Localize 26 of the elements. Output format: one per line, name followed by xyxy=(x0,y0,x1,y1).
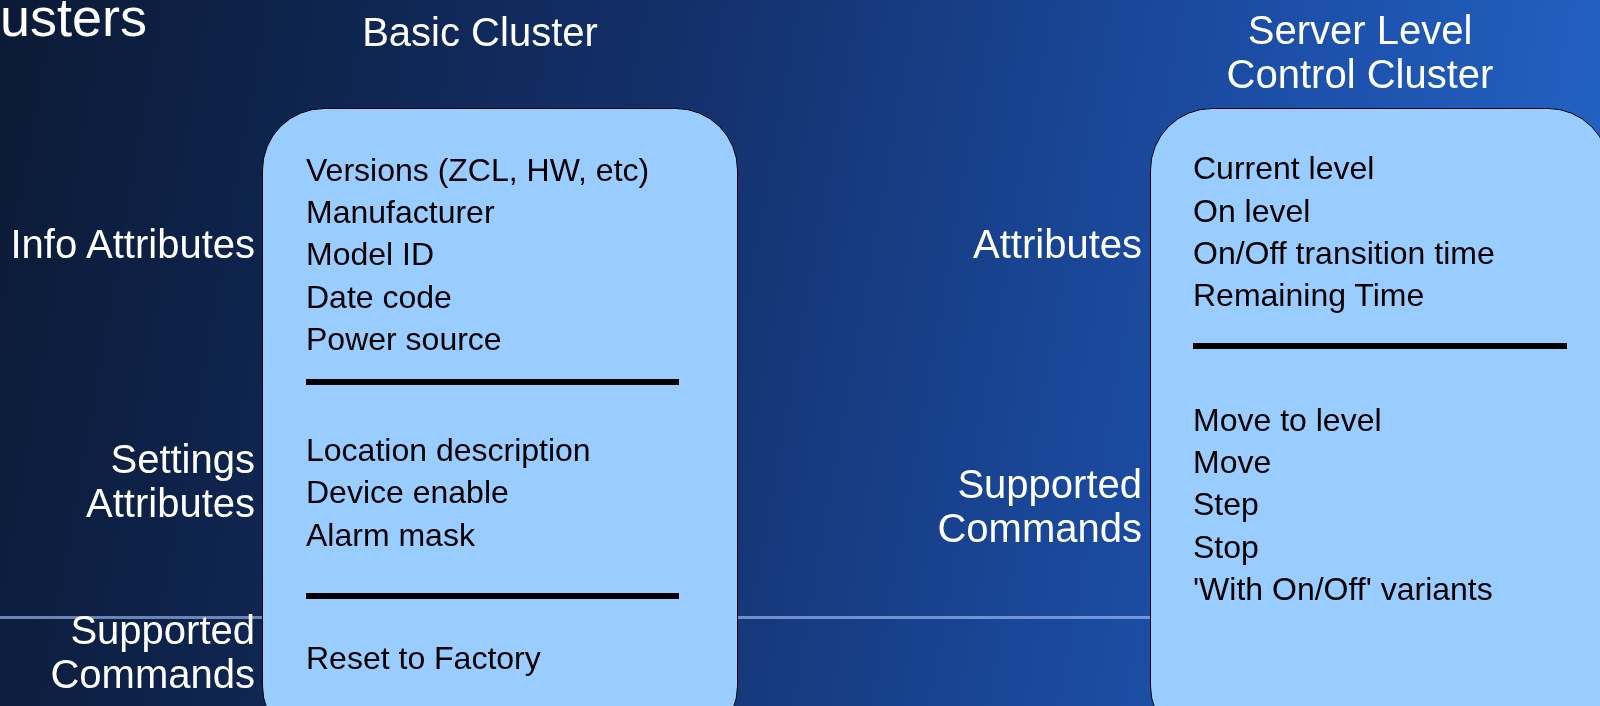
side-label: Supported Commands xyxy=(936,462,1142,550)
list-item: On level xyxy=(1193,192,1311,230)
side-label: Attributes xyxy=(972,222,1142,266)
side-label: Info Attributes xyxy=(9,222,255,266)
list-item: Move to level xyxy=(1193,401,1382,439)
list-item: On/Off transition time xyxy=(1193,234,1495,272)
list-item: Stop xyxy=(1193,528,1259,566)
list-item: Alarm mask xyxy=(306,516,475,554)
side-label: Settings Attributes xyxy=(85,437,255,525)
list-item: Device enable xyxy=(306,473,509,511)
cluster-heading: Basic Cluster xyxy=(361,10,599,54)
list-item: Date code xyxy=(306,278,452,316)
list-item: Step xyxy=(1193,485,1259,523)
list-item: Model ID xyxy=(306,235,435,273)
list-item: Manufacturer xyxy=(306,193,495,231)
list-item: Current level xyxy=(1193,149,1375,187)
list-item: Power source xyxy=(306,320,502,358)
slide-title: usters xyxy=(0,0,148,48)
list-item: Remaining Time xyxy=(1193,276,1425,314)
list-item: Move xyxy=(1193,443,1272,481)
list-item: Reset to Factory xyxy=(306,639,541,677)
list-item: 'With On/Off' variants xyxy=(1193,570,1493,608)
list-item: Versions (ZCL, HW, etc) xyxy=(306,151,650,189)
cluster-heading: Server Level Control Cluster xyxy=(1225,8,1495,96)
list-item: Location description xyxy=(306,431,591,469)
side-label: Supported Commands xyxy=(49,608,255,696)
